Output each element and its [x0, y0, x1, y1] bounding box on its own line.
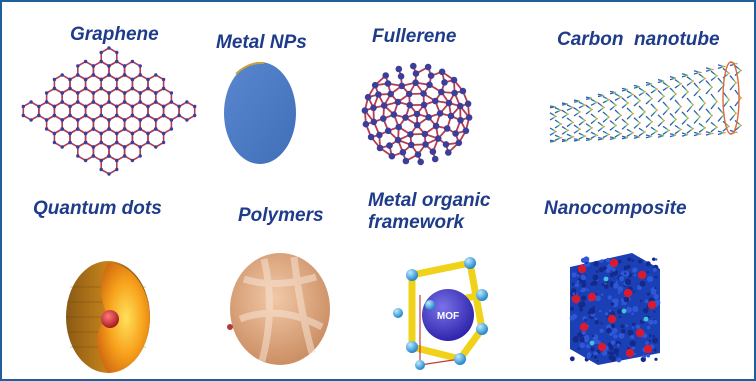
label-metal-organic-framework: Metal organic framework	[368, 190, 491, 233]
metal-nps-icon	[224, 61, 296, 164]
carbon-nanotube-icon	[549, 61, 747, 143]
label-metal-nps: Metal NPs	[216, 32, 307, 53]
mof-icon: MOF	[393, 257, 488, 370]
graphene-icon	[21, 46, 197, 176]
label-nanocomposite: Nanocomposite	[544, 198, 687, 219]
nanocomposite-icon	[569, 253, 661, 365]
label-quantum-dots: Quantum dots	[33, 198, 162, 219]
label-fullerene: Fullerene	[372, 26, 457, 47]
mof-center-text: MOF	[437, 311, 459, 322]
polymers-icon	[227, 253, 330, 365]
label-polymers: Polymers	[238, 205, 324, 226]
fullerene-icon	[361, 62, 473, 166]
label-graphene: Graphene	[70, 24, 159, 45]
label-carbon-nanotube: Carbon nanotube	[557, 29, 720, 50]
quantum-dot-icon	[66, 261, 150, 373]
